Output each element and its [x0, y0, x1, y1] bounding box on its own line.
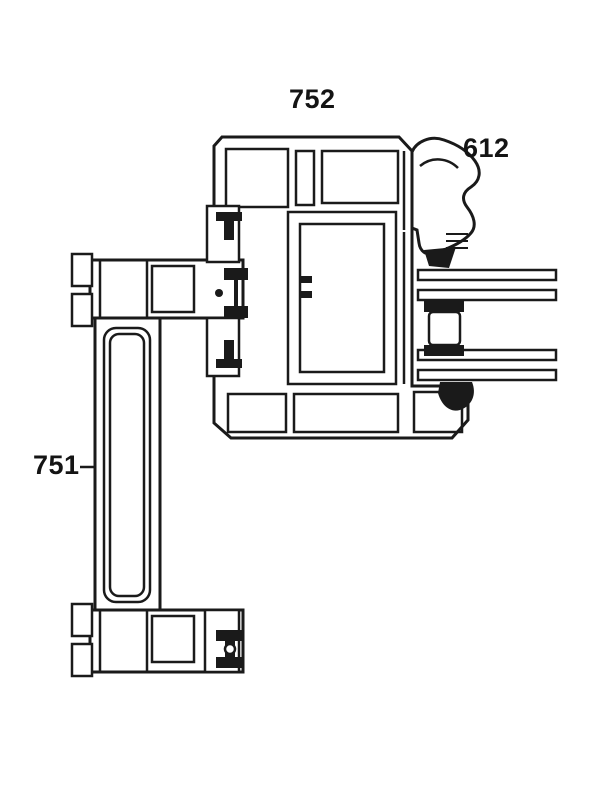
spacer-gasket-top — [424, 301, 464, 312]
glass-unit — [416, 268, 558, 382]
coupling-hook — [70, 252, 94, 288]
interlock-gasket — [224, 268, 248, 318]
spacer-block — [427, 310, 462, 347]
bead-inner-detail — [419, 158, 459, 169]
arm-chamber — [150, 614, 196, 664]
bead-glass-gasket — [424, 247, 456, 268]
frame-chamber — [320, 149, 400, 205]
interlock-screw — [216, 340, 242, 368]
frame-central-chamber — [286, 210, 398, 386]
sash-reinforcement-outer — [102, 326, 152, 604]
chamber-hook — [300, 291, 312, 298]
glass-pane — [416, 348, 558, 362]
outer-glazing-gasket — [438, 382, 474, 411]
frame-chamber — [224, 147, 290, 209]
arm-chamber — [150, 264, 196, 314]
frame-chamber — [292, 392, 400, 434]
glass-pane — [416, 288, 558, 302]
label-profile-751: 751 — [33, 450, 80, 480]
label-profile-752: 752 — [289, 84, 336, 114]
frame-chamber — [294, 149, 316, 207]
interlock-details — [203, 204, 248, 674]
frame-chamber — [226, 392, 288, 434]
sash-reinforcement-inner — [108, 332, 146, 598]
glass-pane — [416, 368, 558, 382]
frame-chamber — [412, 390, 464, 434]
glazing-gaskets — [438, 382, 474, 411]
glass-pane — [416, 268, 558, 282]
top-frame-profile — [212, 135, 470, 440]
coupling-hook — [70, 642, 94, 678]
chamber-hook — [300, 276, 312, 283]
bolt-hole — [223, 642, 237, 656]
spacer-gasket-bottom — [424, 345, 464, 356]
label-profile-612: 612 — [463, 133, 510, 163]
glazing-bead-profile — [410, 136, 481, 268]
interlock-screw — [216, 212, 242, 240]
bolt-hole — [215, 289, 223, 297]
coupling-hook — [70, 602, 94, 638]
sash-top-arm — [88, 258, 245, 320]
coupling-hook — [70, 292, 94, 328]
